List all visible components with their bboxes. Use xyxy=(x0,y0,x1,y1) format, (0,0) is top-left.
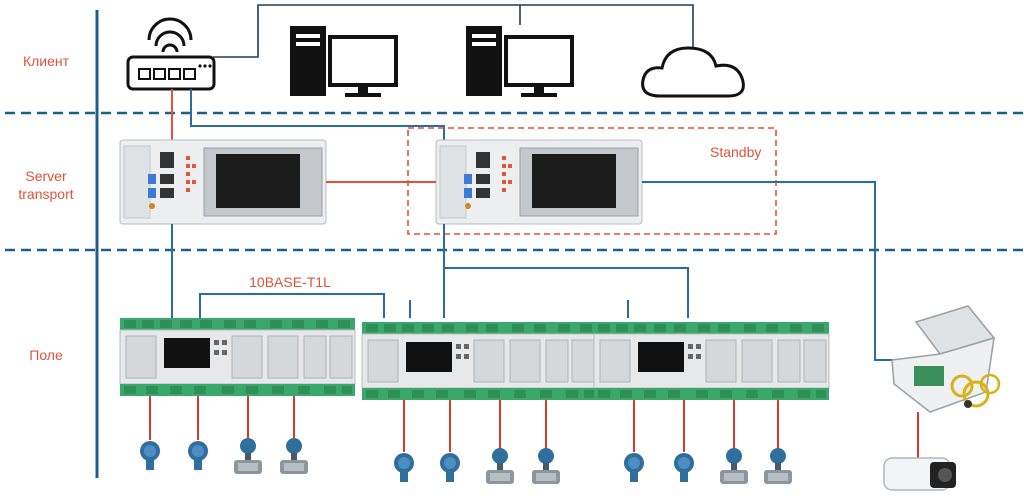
standby-label: Standby xyxy=(710,144,761,160)
sensor-icon xyxy=(674,453,694,482)
field-drop-wires xyxy=(149,396,779,452)
io-module-icon xyxy=(361,321,598,401)
sensor-icon xyxy=(188,441,208,470)
workstation-icon xyxy=(290,26,398,97)
flow-meter-icon xyxy=(486,448,514,484)
router-to-standby-link xyxy=(190,89,445,140)
controller-icon xyxy=(119,139,327,225)
standby-to-junction-link xyxy=(642,181,905,361)
valve-icon xyxy=(764,448,792,484)
flow-meter-icon xyxy=(720,448,748,484)
zone-label-server-line2: transport xyxy=(18,186,73,202)
camera-icon xyxy=(883,457,956,491)
sensor-icon xyxy=(394,453,414,482)
sensor-icon xyxy=(624,453,644,482)
zone-label-field: Поле xyxy=(29,347,63,363)
t1l-bus xyxy=(199,267,689,318)
valve-icon xyxy=(280,438,308,474)
sensor-icon xyxy=(440,453,460,482)
flow-meter-icon xyxy=(234,438,262,474)
cloud-icon xyxy=(641,46,745,98)
zone-label-client: Клиент xyxy=(23,53,70,69)
valve-icon xyxy=(532,448,560,484)
controller-icon xyxy=(435,139,643,225)
sensor-icon xyxy=(140,441,160,470)
router-icon xyxy=(126,17,216,91)
workstation-icon xyxy=(466,26,574,97)
io-module-icon xyxy=(593,321,830,401)
bus-label: 10BASE-T1L xyxy=(249,274,331,290)
client-network-links xyxy=(213,4,694,58)
zone-label-server-line1: Server xyxy=(25,168,67,184)
io-module-icon xyxy=(119,317,356,397)
junction-box-icon xyxy=(891,305,1001,413)
